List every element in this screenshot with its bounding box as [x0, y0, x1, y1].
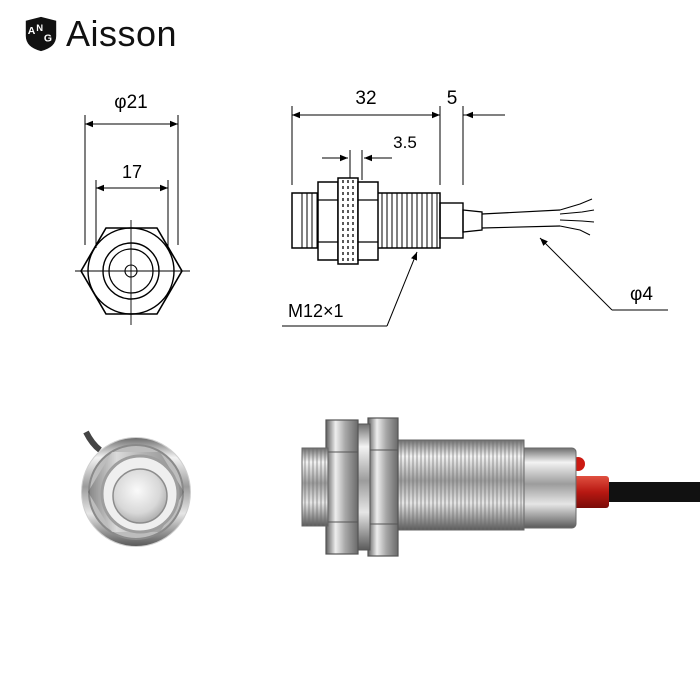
inner-width-label: 17: [122, 162, 142, 182]
nut-spacing-label: 3.5: [393, 133, 417, 152]
side-view: [282, 106, 668, 327]
svg-text:G: G: [44, 34, 52, 45]
body-length-label: 32: [355, 88, 376, 109]
brand-name: Aisson: [66, 13, 178, 54]
aisson-logo-icon: A N G: [25, 16, 57, 52]
sensor-front-photo: [81, 430, 191, 547]
front-view: [75, 115, 190, 325]
outer-diameter-label: φ21: [114, 92, 147, 113]
thread-spec-label: M12×1: [288, 301, 344, 321]
sensor-side-photo: [301, 417, 700, 557]
svg-text:N: N: [36, 23, 43, 34]
svg-text:A: A: [28, 26, 36, 37]
tail-length-label: 5: [447, 88, 458, 109]
cable-diameter-label: φ4: [630, 284, 653, 305]
brand-header: A N G Aisson: [22, 10, 177, 58]
